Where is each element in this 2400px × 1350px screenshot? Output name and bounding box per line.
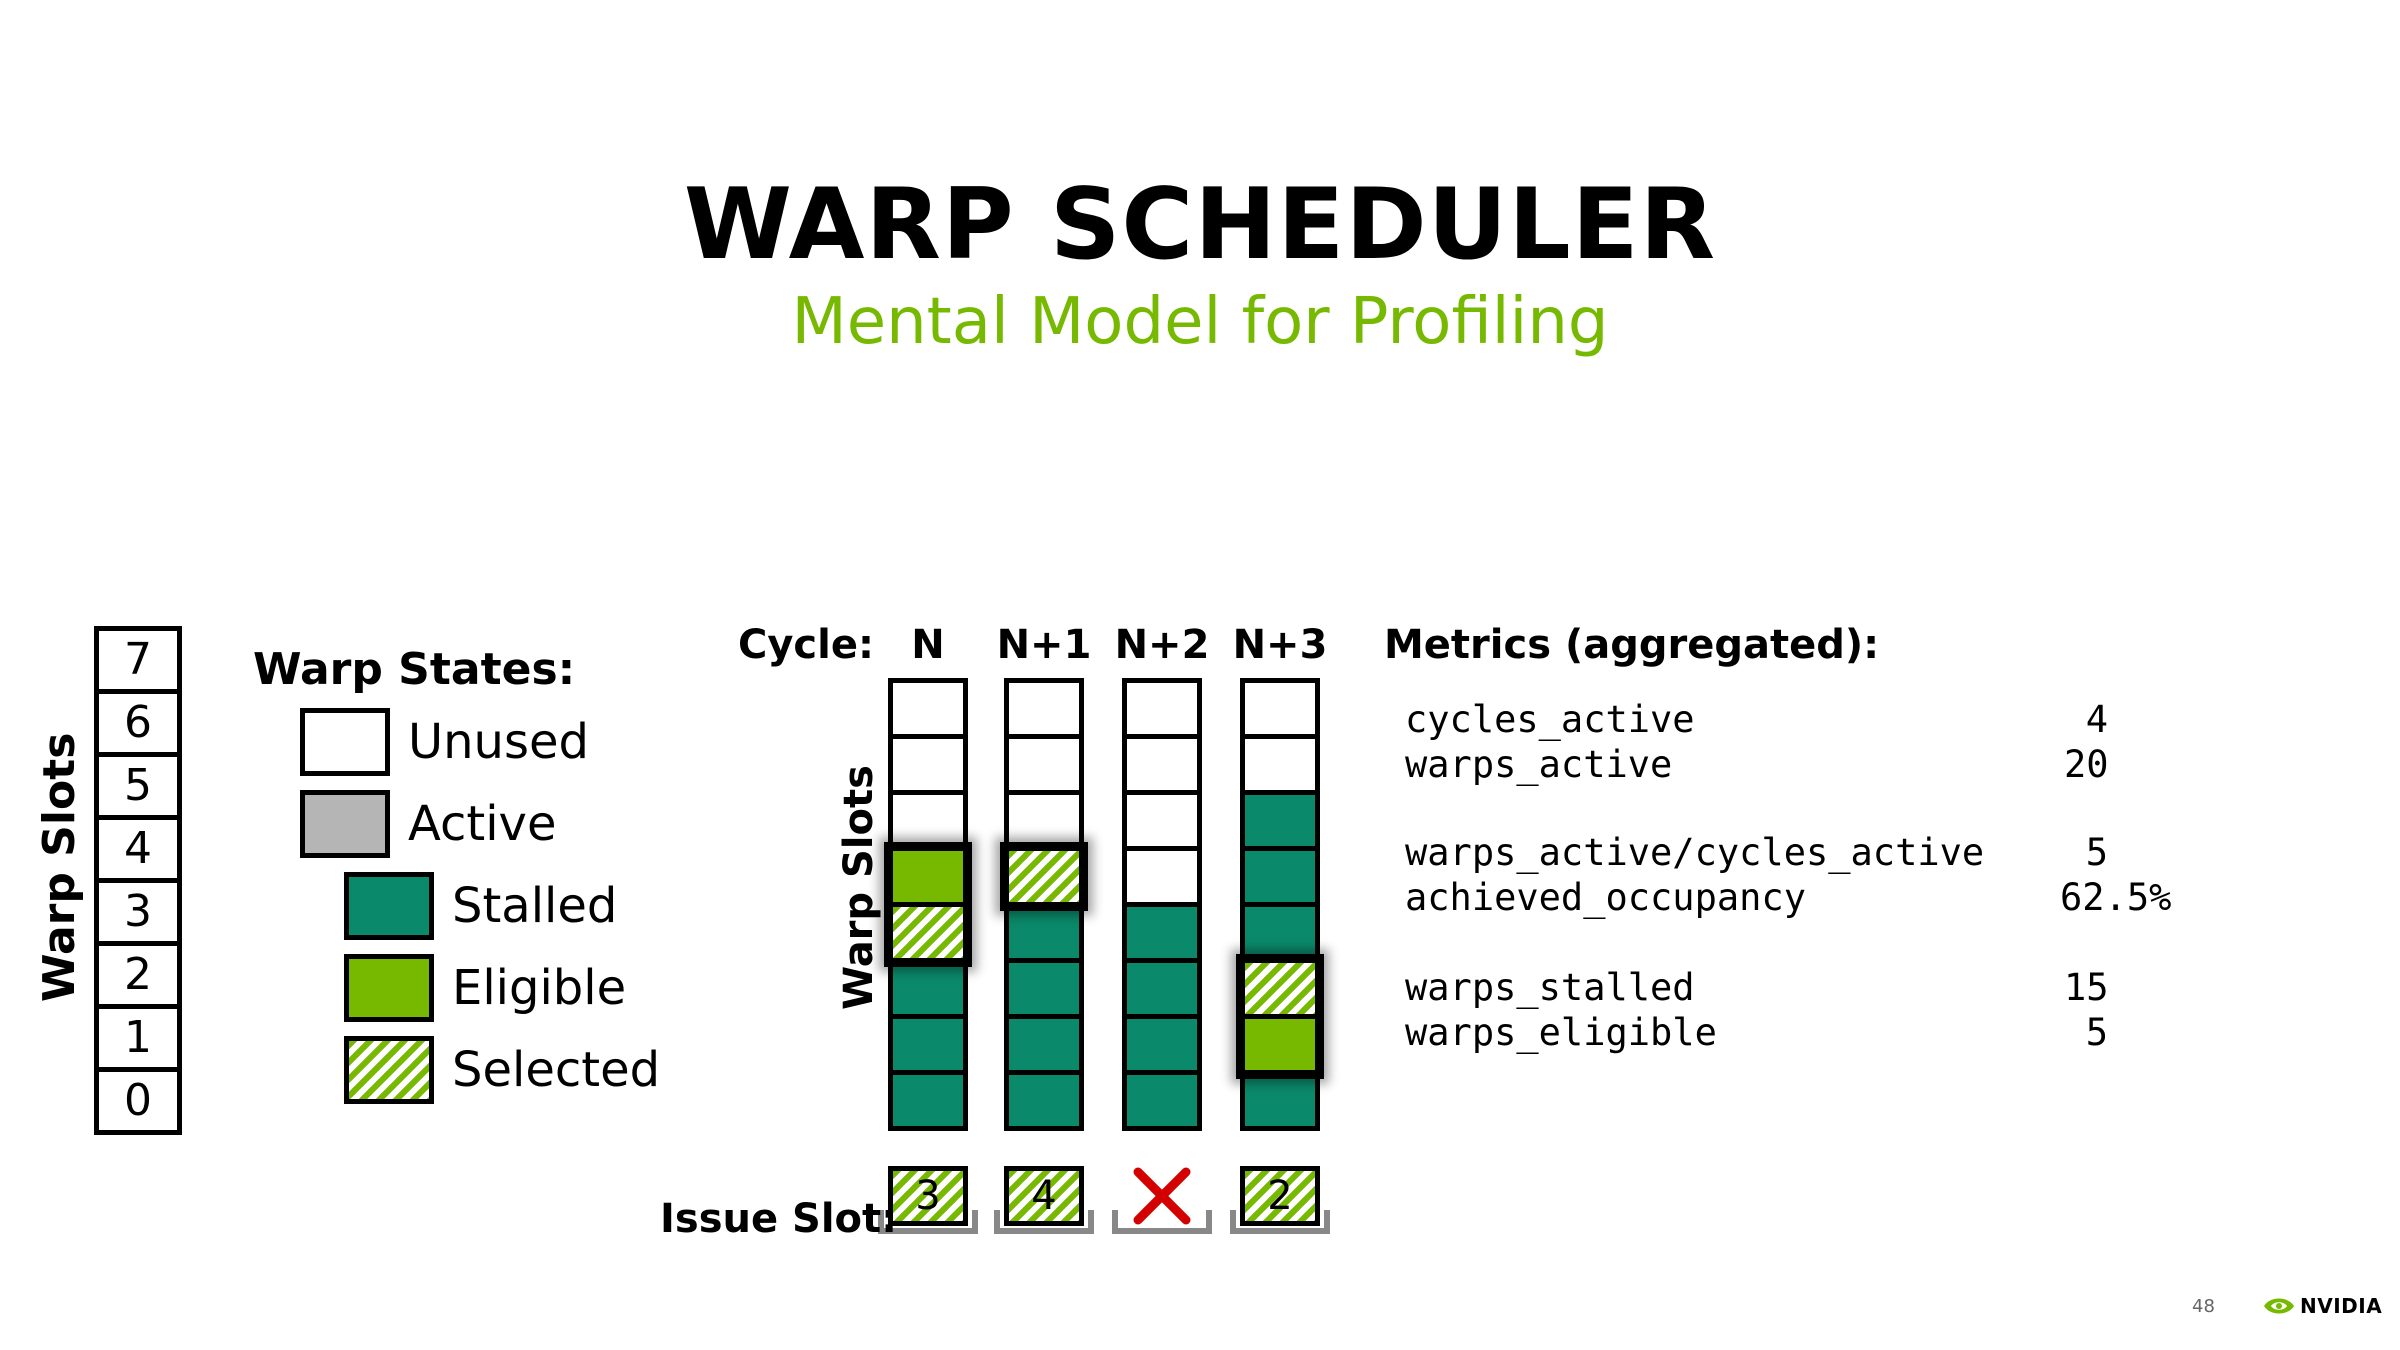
warp-slot-cell-unused <box>1004 678 1084 739</box>
eligible-warps-highlight <box>1236 954 1324 1079</box>
issue-slot-selected-warp <box>888 1166 968 1226</box>
warp-slots-axis-label-left: Warp Slots <box>34 732 85 1002</box>
legend-swatch-unused <box>300 708 390 776</box>
warp-slot-cell-unused <box>1004 734 1084 795</box>
warp-slot-cell-stalled <box>1240 846 1320 907</box>
warp-slot-cell-unused <box>888 678 968 739</box>
legend-label-stalled: Stalled <box>452 878 618 934</box>
eligible-warps-highlight <box>1000 842 1088 911</box>
legend-swatch-selected <box>344 1036 434 1104</box>
warp-slot-cell-stalled <box>1240 1070 1320 1131</box>
issue-slot-warp-number: 2 <box>1267 1173 1293 1219</box>
warp-slot-index-cell <box>94 752 182 820</box>
metric-name: warps_stalled <box>1405 966 1695 1009</box>
cycle-header-3: N+2 <box>1114 622 1210 668</box>
issue-slot-selected-warp <box>1240 1166 1320 1226</box>
warp-slot-cell-stalled <box>1122 902 1202 963</box>
metric-name: achieved_occupancy <box>1405 876 1806 919</box>
slide-title: WARP SCHEDULER <box>683 168 1717 282</box>
warp-slot-cell-stalled <box>888 1014 968 1075</box>
page-number: 48 <box>2192 1296 2215 1317</box>
metric-name: warps_active <box>1405 743 1673 786</box>
warp-slot-cell-unused <box>1240 678 1320 739</box>
legend-label-selected: Selected <box>452 1042 661 1098</box>
issue-slot-bracket <box>994 1210 1094 1234</box>
warp-slot-number: 2 <box>124 949 152 1000</box>
x-mark-icon <box>1133 1167 1191 1225</box>
metric-value: 62.5% <box>2060 876 2172 919</box>
legend-swatch-active <box>300 790 390 858</box>
cycle-label: Cycle: <box>738 622 874 668</box>
metric-value: 4 <box>2085 698 2108 741</box>
warp-slot-cell-unused <box>1240 734 1320 795</box>
warp-slot-cell-stalled <box>1122 958 1202 1019</box>
warp-slot-number: 0 <box>124 1075 152 1126</box>
warp-slot-cell-stalled <box>1122 1014 1202 1075</box>
warp-slot-cell-stalled <box>888 1070 968 1131</box>
warp-slot-cell-stalled <box>1004 902 1084 963</box>
nvidia-eye-logo-icon <box>2262 1293 2296 1319</box>
warp-slot-cell-unused <box>888 734 968 795</box>
warp-slot-index-cell <box>94 815 182 883</box>
warp-slot-cell-stalled <box>1122 1070 1202 1131</box>
cycle-header-2: N+1 <box>996 622 1092 668</box>
issue-slot-warp-number: 3 <box>915 1173 941 1219</box>
warp-slot-cell-stalled <box>1004 958 1084 1019</box>
warp-slot-number: 4 <box>124 823 152 874</box>
metric-name: warps_eligible <box>1405 1011 1717 1054</box>
legend-label-active: Active <box>408 796 557 852</box>
metrics-heading: Metrics (aggregated): <box>1384 622 1880 668</box>
warp-slot-number: 3 <box>124 886 152 937</box>
issue-slot-selected-warp <box>1004 1166 1084 1226</box>
warp-slot-cell-unused <box>1122 734 1202 795</box>
warp-slot-cell-unused <box>1122 846 1202 907</box>
slide-subtitle: Mental Model for Profiling <box>791 285 1609 359</box>
warp-slot-index-cell <box>94 878 182 946</box>
issue-slot-warp-number: 4 <box>1031 1173 1057 1219</box>
warp-slot-cell-stalled <box>1004 1014 1084 1075</box>
warp-slot-cell-unused <box>1122 790 1202 851</box>
warp-slot-index-cell <box>94 1067 182 1135</box>
metric-value: 15 <box>2064 966 2109 1009</box>
warp-slot-cell-stalled <box>1004 1070 1084 1131</box>
warp-slot-number: 7 <box>124 634 152 685</box>
metric-value: 20 <box>2064 743 2109 786</box>
warp-slot-index-cell <box>94 941 182 1009</box>
nvidia-logo: NVIDIA <box>2262 1290 2382 1322</box>
cycle-header-1: N <box>911 622 945 668</box>
warp-slots-axis-label-grid: Warp Slots <box>836 765 882 1010</box>
metric-name: warps_active/cycles_active <box>1405 831 1985 874</box>
warp-slot-number: 6 <box>124 697 152 748</box>
issue-slot-bracket <box>1230 1210 1330 1234</box>
metric-value: 5 <box>2085 831 2108 874</box>
legend-label-eligible: Eligible <box>452 960 627 1016</box>
metric-value: 5 <box>2085 1011 2108 1054</box>
warp-slot-cell-stalled <box>1240 790 1320 851</box>
legend-swatch-stalled <box>344 872 434 940</box>
warp-slot-number: 1 <box>124 1012 152 1063</box>
legend-swatch-eligible <box>344 954 434 1022</box>
warp-slot-cell-unused <box>888 790 968 851</box>
warp-slot-number: 5 <box>124 760 152 811</box>
metric-name: cycles_active <box>1405 698 1695 741</box>
warp-slot-cell-unused <box>1004 790 1084 851</box>
issue-slot-label: Issue Slot: <box>660 1196 898 1242</box>
issue-slot-bracket <box>1112 1210 1212 1234</box>
warp-slot-cell-stalled <box>1240 902 1320 963</box>
warp-slot-cell-unused <box>1122 678 1202 739</box>
eligible-warps-highlight <box>884 842 972 967</box>
warp-slot-cell-stalled <box>888 958 968 1019</box>
legend-label-unused: Unused <box>408 714 589 770</box>
legend-heading: Warp States: <box>253 644 576 695</box>
nvidia-logo-text: NVIDIA <box>2300 1294 2383 1318</box>
cycle-header-4: N+3 <box>1232 622 1328 668</box>
issue-slot-bracket <box>878 1210 978 1234</box>
